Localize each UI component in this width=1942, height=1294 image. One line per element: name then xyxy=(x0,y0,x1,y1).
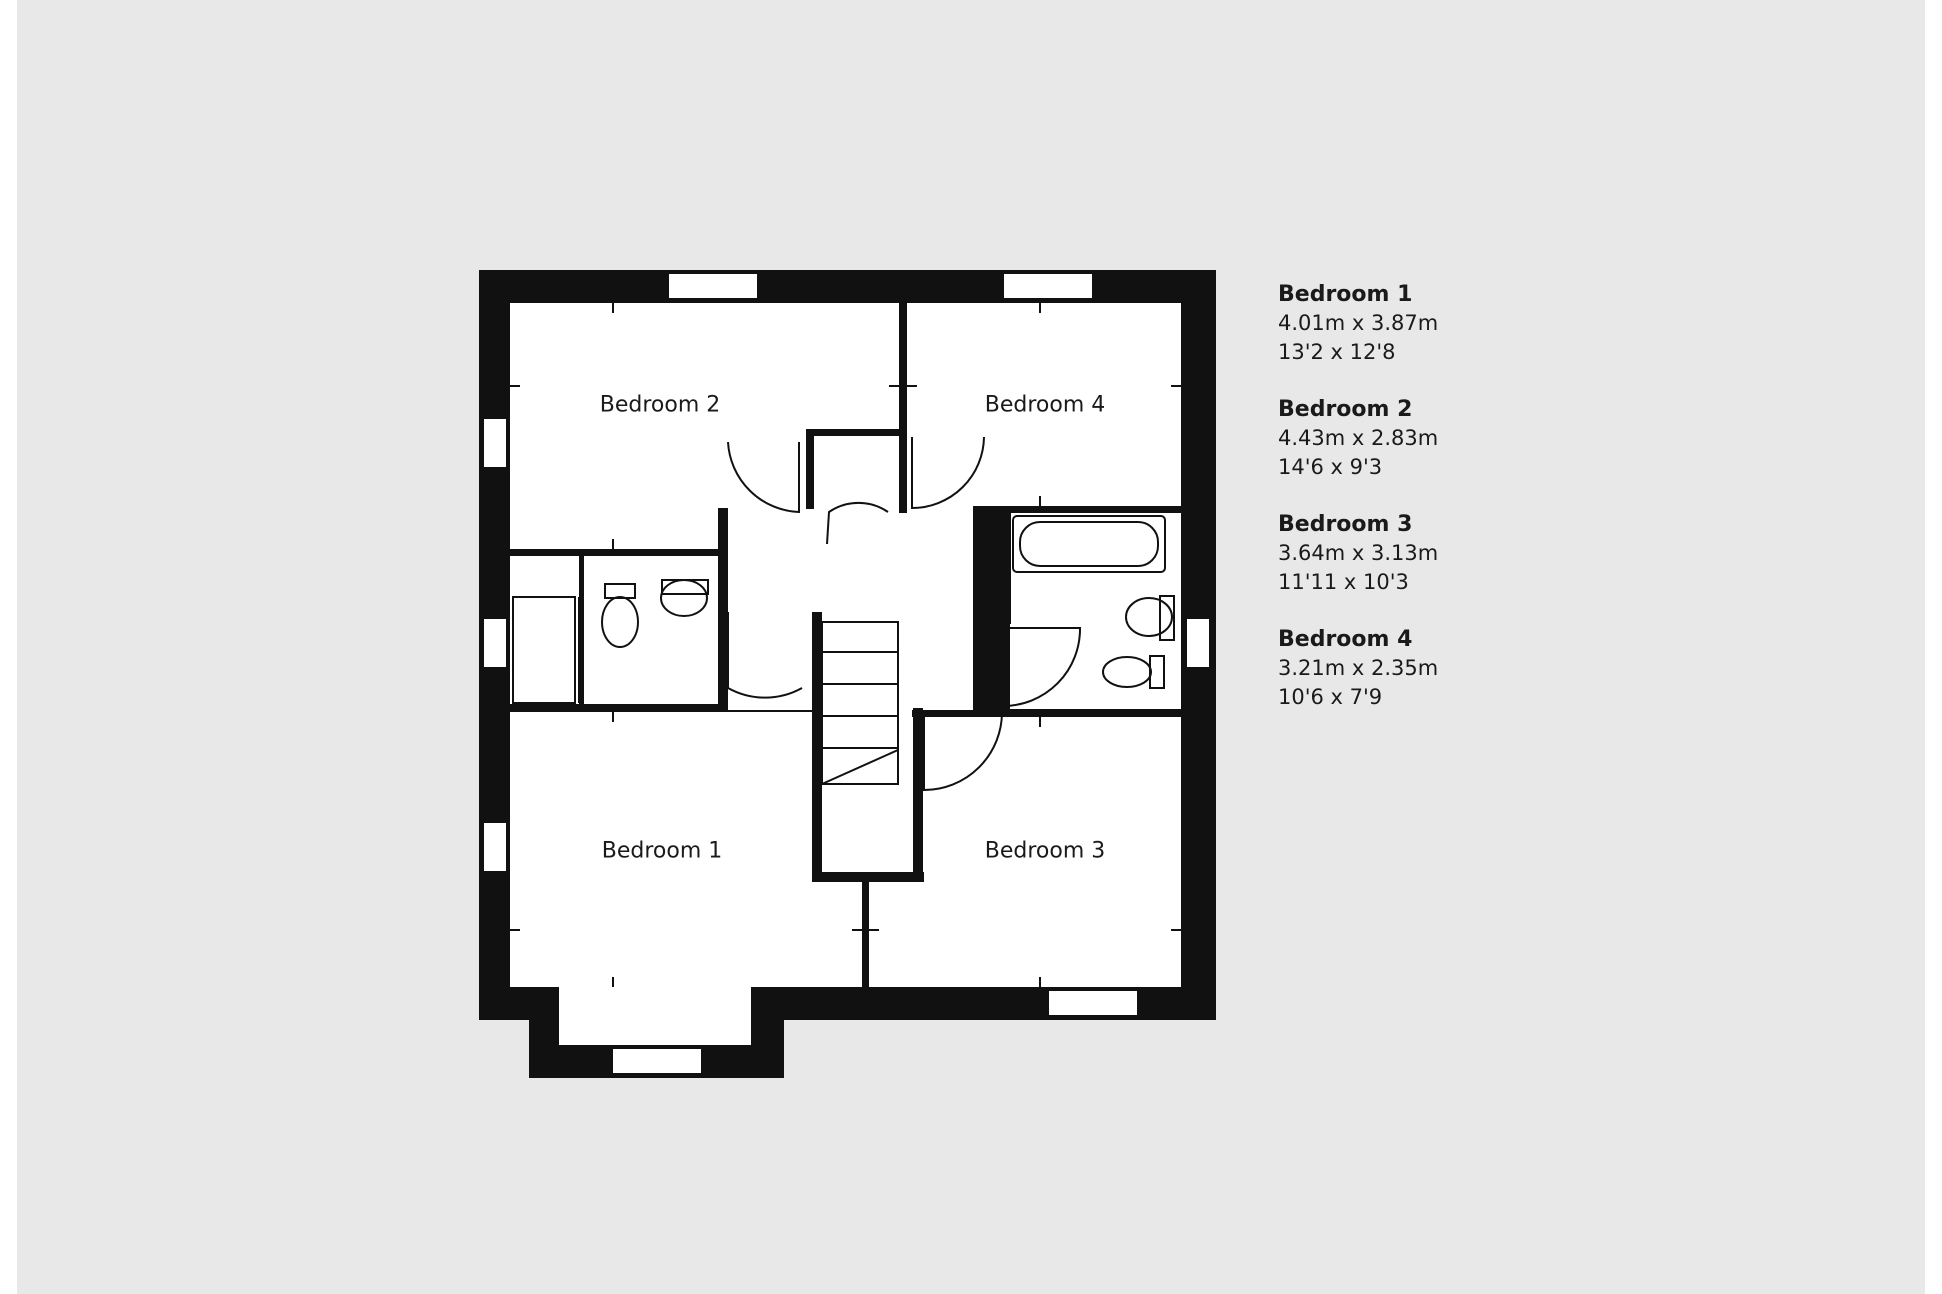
sanitary-fixtures xyxy=(601,579,1175,689)
legend-room-name: Bedroom 3 xyxy=(1278,512,1413,537)
dimension-ticks xyxy=(510,303,1181,987)
legend-item-bedroom-2: Bedroom 2 4.43m x 2.83m 14'6 x 9'3 xyxy=(1278,395,1578,482)
legend-item-bedroom-3: Bedroom 3 3.64m x 3.13m 11'11 x 10'3 xyxy=(1278,510,1578,597)
room-label-bedroom-2: Bedroom 2 xyxy=(599,392,721,418)
legend-metric-size: 4.01m x 3.87m xyxy=(1278,311,1439,335)
legend-imperial-size: 14'6 x 9'3 xyxy=(1278,455,1383,479)
room-dimensions-legend: Bedroom 1 4.01m x 3.87m 13'2 x 12'8 Bedr… xyxy=(1278,280,1578,740)
bath-fixture xyxy=(1012,515,1166,573)
legend-room-name: Bedroom 1 xyxy=(1278,282,1413,307)
legend-item-bedroom-4: Bedroom 4 3.21m x 2.35m 10'6 x 7'9 xyxy=(1278,625,1578,712)
legend-imperial-size: 11'11 x 10'3 xyxy=(1278,570,1409,594)
staircase xyxy=(821,621,899,785)
internal-walls xyxy=(510,303,1181,990)
room-label-bedroom-1: Bedroom 1 xyxy=(601,838,723,864)
room-label-bedroom-4: Bedroom 4 xyxy=(984,392,1106,418)
legend-metric-size: 3.64m x 3.13m xyxy=(1278,541,1439,565)
legend-item-bedroom-1: Bedroom 1 4.01m x 3.87m 13'2 x 12'8 xyxy=(1278,280,1578,367)
legend-room-name: Bedroom 4 xyxy=(1278,627,1413,652)
legend-metric-size: 3.21m x 2.35m xyxy=(1278,656,1439,680)
legend-metric-size: 4.43m x 2.83m xyxy=(1278,426,1439,450)
door-swings xyxy=(727,436,1082,792)
legend-imperial-size: 13'2 x 12'8 xyxy=(1278,340,1396,364)
legend-room-name: Bedroom 2 xyxy=(1278,397,1413,422)
shower-fixture xyxy=(512,596,580,704)
floor-areas xyxy=(510,303,1181,1045)
room-label-bedroom-3: Bedroom 3 xyxy=(984,838,1106,864)
windows xyxy=(482,272,1211,1075)
legend-imperial-size: 10'6 x 7'9 xyxy=(1278,685,1383,709)
